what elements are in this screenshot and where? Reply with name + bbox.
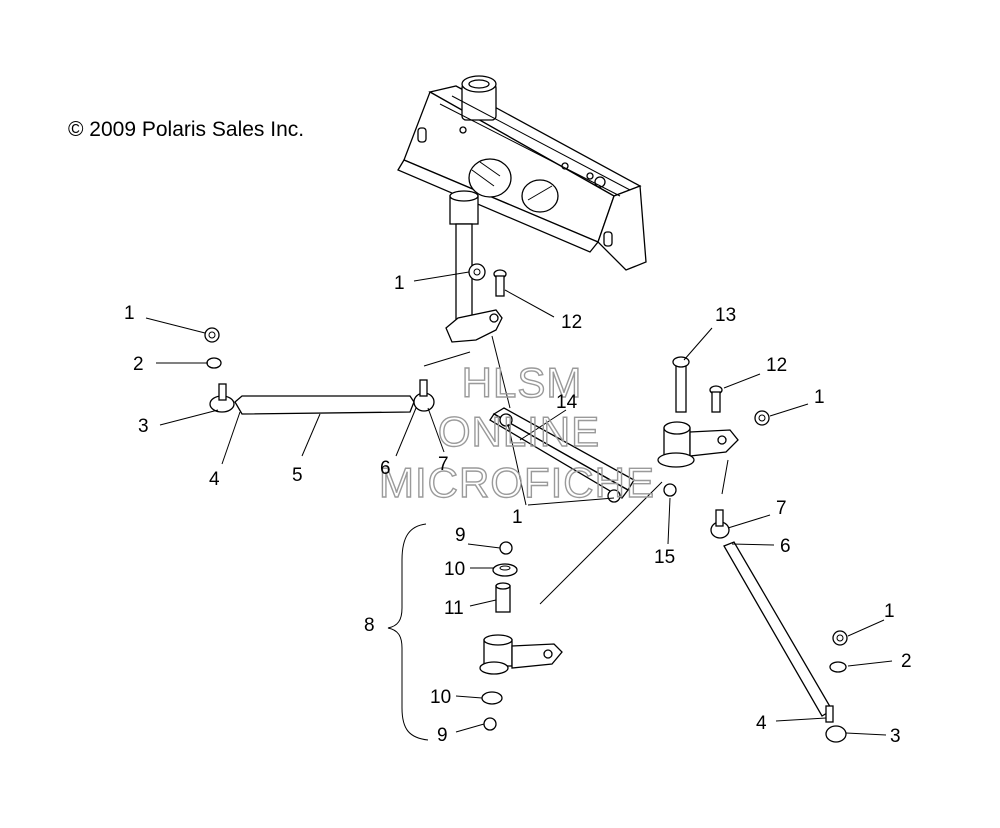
callout-1: 1 (394, 273, 405, 294)
callout-12: 12 (561, 312, 582, 333)
callout-13: 13 (715, 305, 736, 326)
callout-6: 6 (780, 536, 791, 557)
pitman-arm-kit (387, 523, 563, 741)
watermark-line-1: HLSM (462, 359, 583, 406)
callout-14: 14 (556, 392, 578, 413)
callout-7: 7 (776, 498, 787, 519)
frame-support (397, 75, 647, 329)
callout-7: 7 (438, 454, 449, 475)
copyright-text: © 2009 Polaris Sales Inc. (68, 118, 304, 141)
callout-10: 10 (444, 559, 465, 580)
callout-12: 12 (766, 355, 787, 376)
left-tie-rod (204, 327, 435, 415)
idler-arm (657, 356, 770, 497)
center-link (489, 407, 635, 503)
watermark: HLSM ONLINE MICROFICHE (378, 358, 655, 506)
callout-9: 9 (437, 725, 448, 746)
callout-8: 8 (364, 615, 375, 636)
callout-3: 3 (890, 726, 901, 747)
callout-10: 10 (430, 687, 451, 708)
callout-11: 11 (444, 598, 464, 619)
callout-1: 1 (124, 303, 135, 324)
callout-1: 1 (512, 507, 523, 528)
watermark-line-3: MICROFICHE (379, 459, 655, 506)
callout-3: 3 (138, 416, 149, 437)
callouts: 1 1 1 1 1 2 2 3 3 4 4 5 6 6 7 7 8 9 9 10… (124, 273, 912, 747)
callout-4: 4 (756, 713, 767, 734)
right-tie-rod (710, 509, 848, 743)
callout-9: 9 (455, 525, 466, 546)
leader-lines (145, 271, 893, 736)
callout-5: 5 (292, 465, 303, 486)
callout-2: 2 (901, 651, 912, 672)
callout-15: 15 (654, 547, 675, 568)
callout-4: 4 (209, 469, 220, 490)
callout-2: 2 (133, 354, 144, 375)
upper-bracket (445, 263, 507, 343)
callout-1: 1 (814, 387, 825, 408)
callout-1: 1 (884, 601, 895, 622)
callout-6: 6 (380, 458, 391, 479)
watermark-line-2: ONLINE (438, 408, 600, 455)
